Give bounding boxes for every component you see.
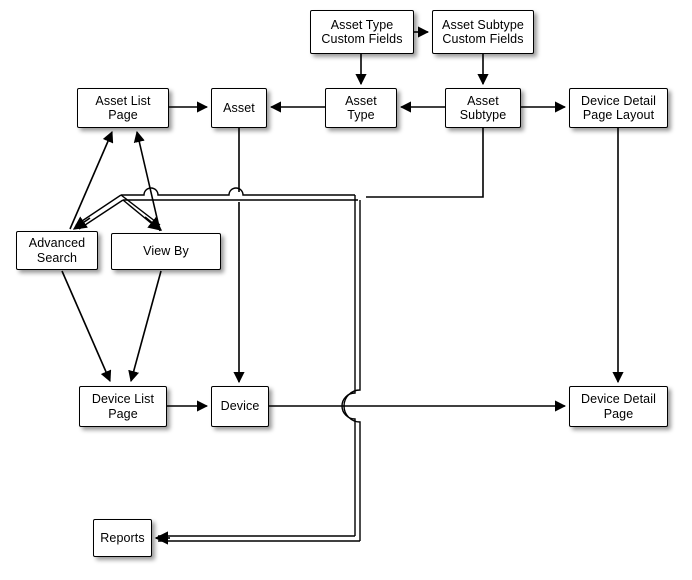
bus-rail-right-vertical	[343, 200, 361, 541]
node-label: Device	[220, 399, 260, 414]
node-reports[interactable]: Reports	[93, 519, 152, 557]
node-label: Device Detail Page	[581, 392, 656, 421]
node-asset-subtype[interactable]: Asset Subtype	[445, 88, 521, 128]
node-label: Device List Page	[91, 392, 155, 421]
node-label: Asset Subtype	[459, 93, 507, 123]
node-label: Asset Type	[345, 93, 377, 123]
node-asset-type-custom-fields[interactable]: Asset Type Custom Fields	[310, 10, 414, 54]
bus-branch-advanced-search-bottom	[78, 199, 124, 230]
node-label: Asset List Page	[95, 93, 151, 123]
edge-bus-to-advanced-search-head	[72, 216, 91, 230]
bus-rail-top	[121, 187, 355, 196]
edge-view-by-to-device-list	[128, 270, 162, 383]
node-advanced-search[interactable]: Advanced Search	[16, 231, 98, 270]
node-label: View By	[143, 244, 189, 259]
node-device-detail-page[interactable]: Device Detail Page	[569, 386, 668, 427]
edge-asset-subtype-to-bus	[366, 128, 484, 198]
node-label: Asset	[223, 100, 255, 115]
node-device-list-page[interactable]: Device List Page	[79, 386, 167, 427]
node-label: Reports	[100, 530, 145, 545]
node-device[interactable]: Device	[211, 386, 269, 427]
node-asset-subtype-custom-fields[interactable]: Asset Subtype Custom Fields	[432, 10, 534, 54]
edge-advanced-search-to-asset-list	[69, 130, 114, 230]
bus-rail-left-vertical	[341, 195, 356, 536]
edge-bus-to-view-by-head	[144, 216, 163, 231]
node-label: Device Detail Page Layout	[581, 93, 656, 123]
node-asset[interactable]: Asset	[211, 88, 267, 128]
node-label: Asset Subtype Custom Fields	[442, 17, 524, 47]
node-view-by[interactable]: View By	[111, 233, 221, 270]
node-asset-type[interactable]: Asset Type	[325, 88, 397, 128]
edge-advanced-search-to-device-list	[61, 270, 112, 383]
node-device-detail-page-layout[interactable]: Device Detail Page Layout	[569, 88, 668, 128]
edge-view-by-to-asset-list	[133, 130, 161, 232]
node-label: Asset Type Custom Fields	[321, 17, 403, 47]
node-label: Advanced Search	[28, 236, 86, 265]
bus-branch-view-by-bottom	[122, 199, 158, 229]
node-asset-list-page[interactable]: Asset List Page	[77, 88, 169, 128]
